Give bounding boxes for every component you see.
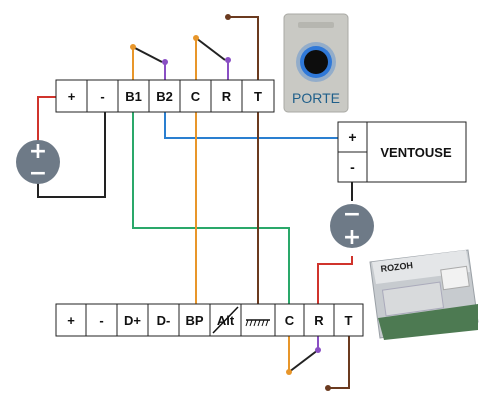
bottom-terminal-8: R: [303, 303, 335, 337]
power-supply-1-minus: −: [29, 161, 47, 186]
relay-module-brand: ROZOH: [380, 260, 413, 274]
exit-button-center: [304, 50, 328, 74]
bottom-terminal-label: D+: [124, 313, 141, 328]
bottom-terminal-4: BP: [178, 303, 211, 337]
wire-brown-bottom-end: [325, 385, 331, 391]
top-terminal-label: B2: [156, 89, 173, 104]
relay-module-led-window: [440, 265, 470, 291]
relay-bottom-c-node: [286, 369, 292, 375]
bottom-terminal-label: -: [99, 313, 103, 328]
top-terminal-label: B1: [125, 89, 142, 104]
power-supply-icon: + −: [16, 139, 60, 186]
top-terminal-3: B2: [148, 79, 181, 113]
bottom-terminal-label: D-: [157, 313, 171, 328]
top-terminal-block: + - B1 B2 C R T: [55, 79, 275, 113]
top-terminal-0: +: [55, 79, 88, 113]
power-supply-disc-2: [330, 204, 374, 248]
wire-blue-b2-ventouse: [164, 112, 338, 139]
top-terminal-5: R: [210, 79, 243, 113]
wire-brown-t-end: [225, 14, 231, 20]
bottom-terminal-9: T: [333, 303, 364, 337]
bottom-terminal-label: BP: [185, 313, 203, 328]
relay-c-contact: [195, 37, 226, 61]
bottom-terminal-label: T: [345, 313, 353, 328]
bottom-terminal-7: C: [274, 303, 305, 337]
wire-brown-bottom-t: [328, 336, 350, 389]
top-terminal-label: +: [68, 89, 76, 104]
relay-b2-node: [162, 59, 168, 65]
alt-strike: [212, 306, 239, 334]
top-terminal-2: B1: [117, 79, 150, 113]
relay-module-label-plate: [381, 281, 445, 317]
earth-ground-icon: [245, 319, 270, 327]
bottom-terminal-label: C: [285, 313, 295, 328]
relay-c-node: [193, 35, 199, 41]
ventouse-label: VENTOUSE: [380, 145, 452, 160]
top-terminal-label: R: [222, 89, 232, 104]
bottom-terminal-5: Alt: [209, 303, 242, 337]
bottom-terminal-2: D+: [116, 303, 149, 337]
bottom-terminal-block: + - D+ D- BP Alt C R T: [55, 303, 364, 337]
ventouse-plus-label: +: [348, 129, 356, 145]
top-terminal-label: C: [191, 89, 201, 104]
top-terminal-label: -: [100, 89, 104, 104]
ventouse-minus-label: -: [350, 159, 355, 175]
power-supply-1-plus: +: [29, 139, 47, 164]
bottom-terminal-label: +: [67, 313, 75, 328]
relay-r-node: [225, 57, 231, 63]
braille-strip: [298, 22, 334, 28]
relay-module-top-face: [372, 250, 470, 284]
bottom-terminal-6: [240, 303, 276, 337]
relay-module-pcb-edge: [378, 304, 478, 340]
wire-black-top-minus: [37, 112, 106, 198]
bottom-terminal-0: +: [55, 303, 87, 337]
bottom-terminal-label: R: [314, 313, 324, 328]
exit-button-label: PORTE: [292, 90, 340, 106]
relay-bottom-contact: [288, 349, 319, 373]
relay-bottom-r-node: [315, 347, 321, 353]
top-terminal-1: -: [86, 79, 119, 113]
bottom-terminal-1: -: [85, 303, 118, 337]
relay-b1-node: [130, 44, 136, 50]
power-supply-2-minus: −: [343, 202, 361, 227]
ventouse-block: + - VENTOUSE: [337, 121, 467, 183]
wire-red-supply-r: [317, 256, 353, 304]
top-terminal-label: T: [254, 89, 262, 104]
top-terminal-6: T: [241, 79, 275, 113]
power-supply-2-plus: +: [343, 225, 361, 250]
exit-button-panel: PORTE: [283, 13, 349, 113]
power-supply-disc-1: [16, 140, 60, 184]
power-supply-icon: − +: [330, 202, 374, 250]
top-terminal-4: C: [179, 79, 212, 113]
bottom-terminal-3: D-: [147, 303, 180, 337]
wire-green-b1-c: [132, 112, 290, 304]
relay-module-icon: ROZOH: [369, 249, 479, 340]
wire-brown-t: [228, 16, 259, 304]
relay-b-contact: [132, 46, 163, 63]
